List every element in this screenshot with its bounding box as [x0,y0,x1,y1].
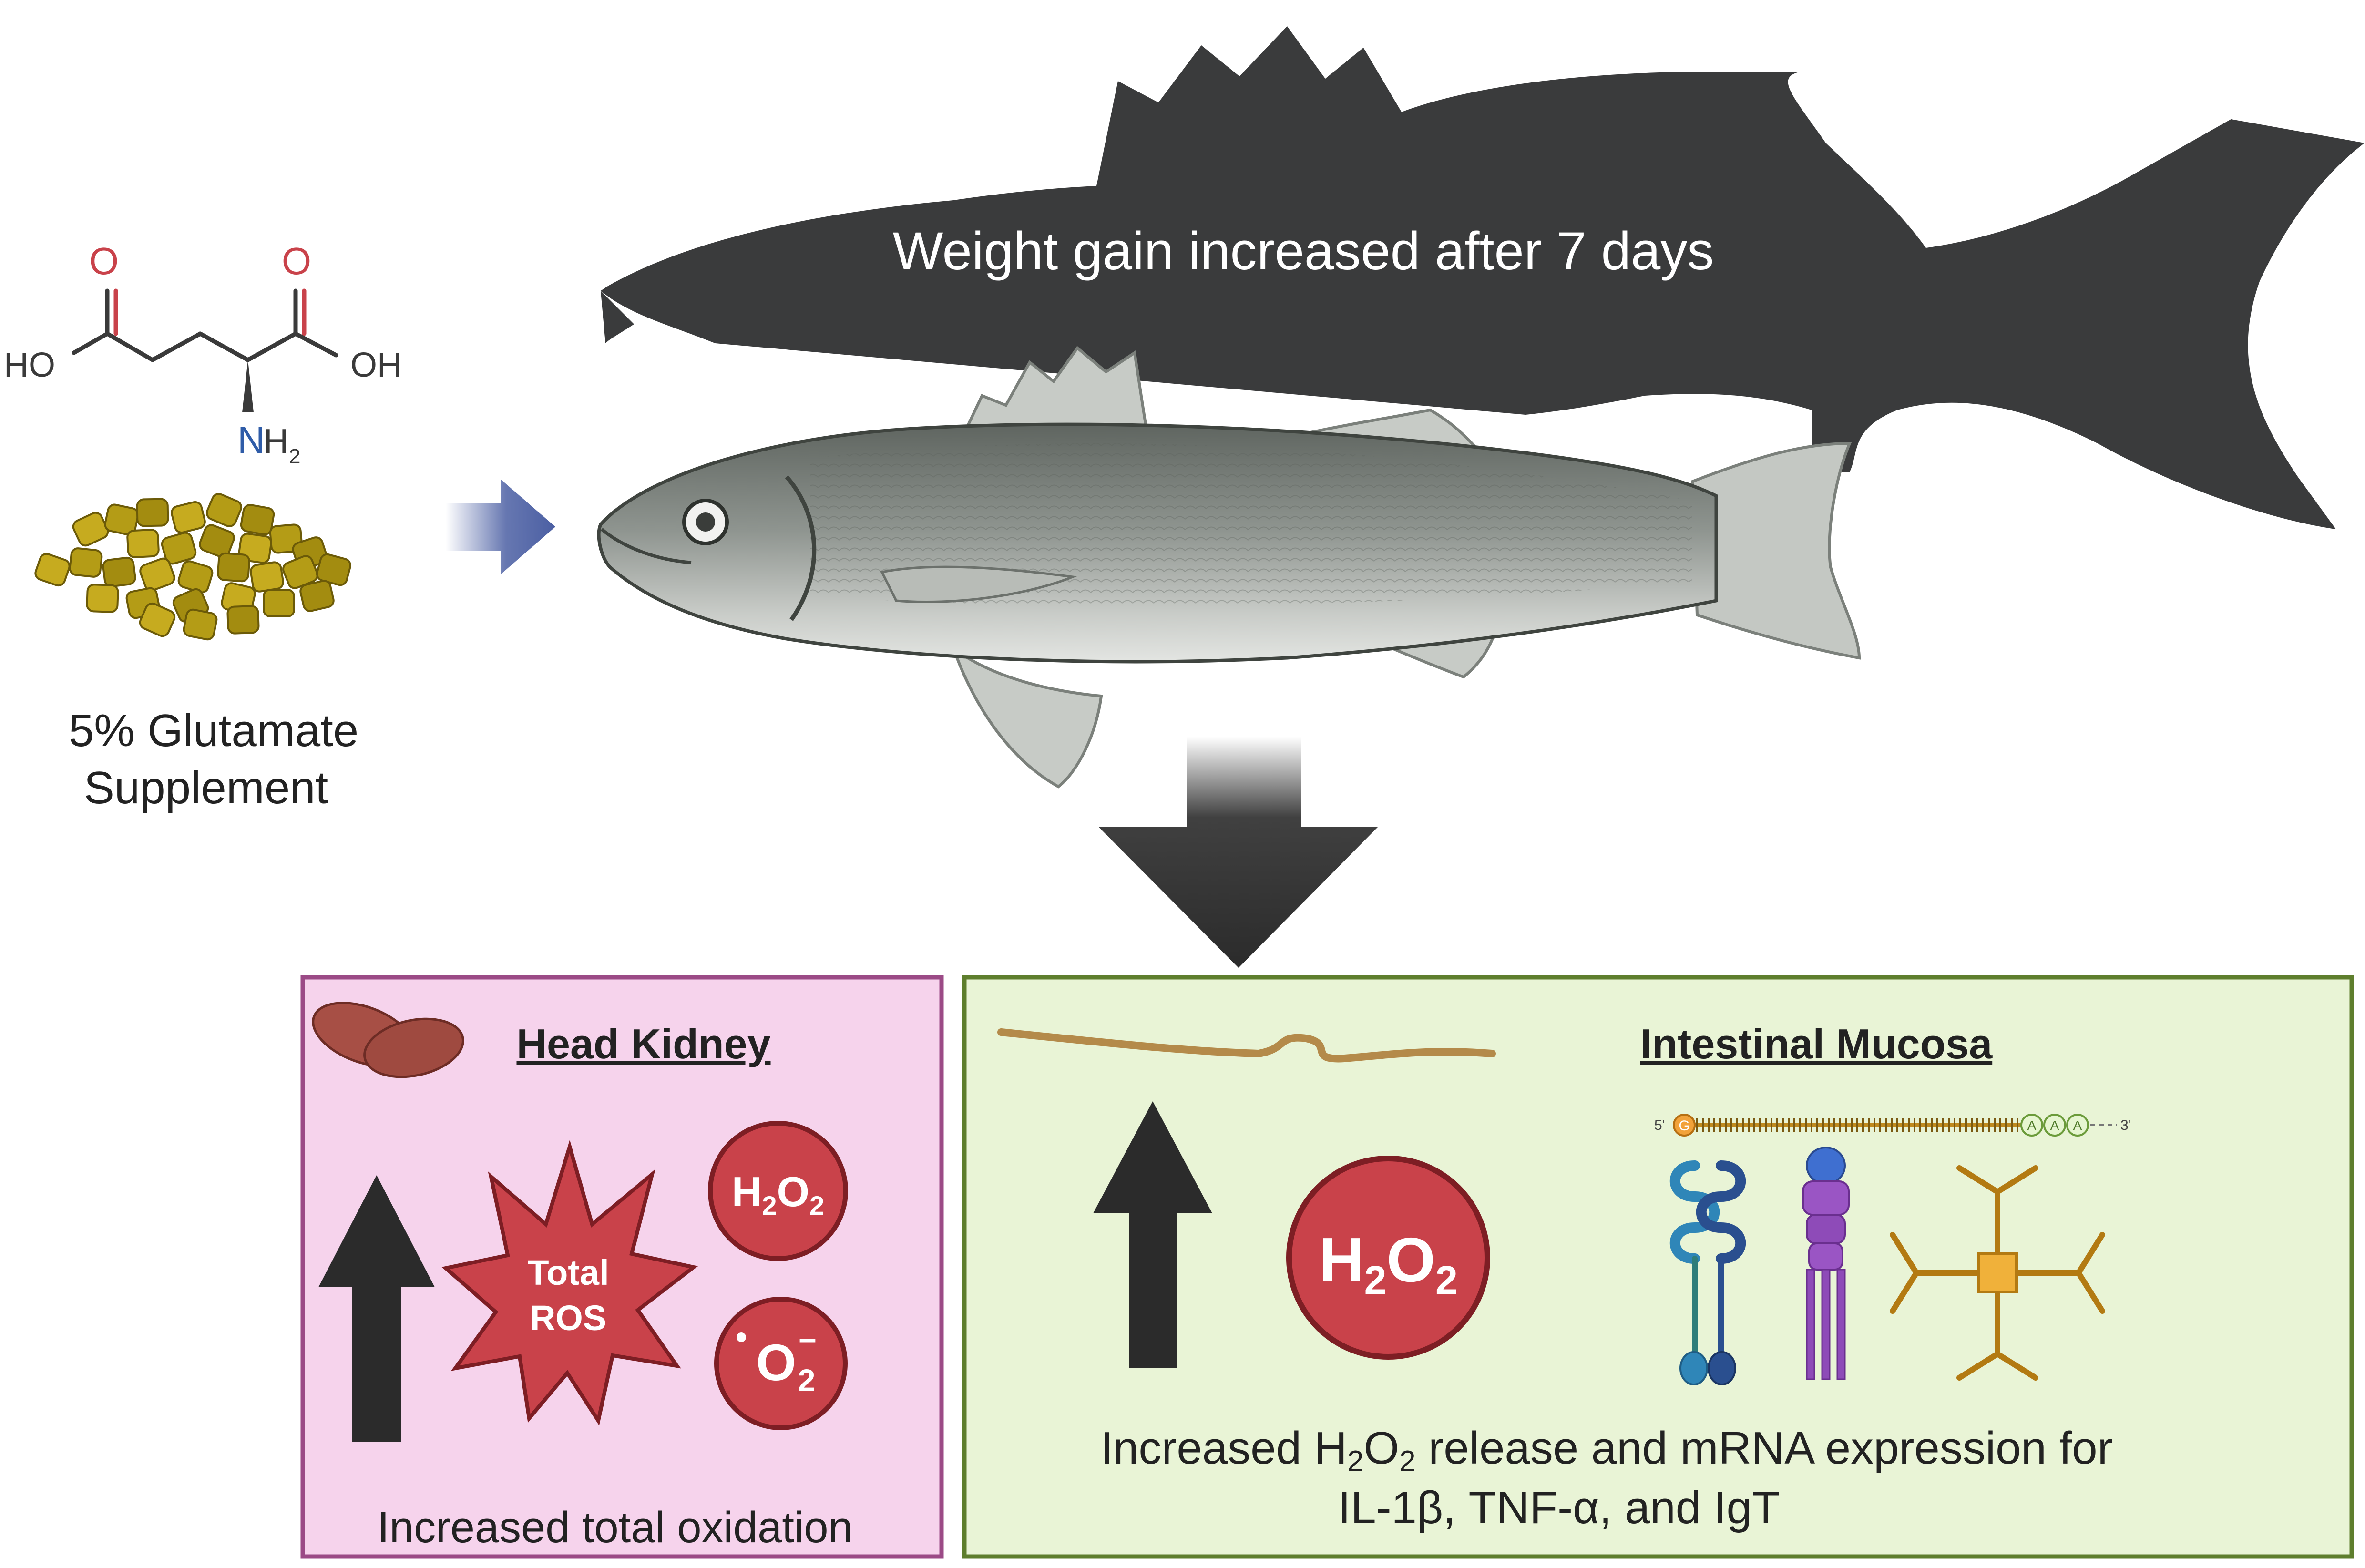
pellet [139,602,176,637]
pellet [299,580,335,612]
pellet [171,501,206,533]
pellet [183,608,218,641]
head-kidney-caption: Increased total oxidation [377,1503,852,1552]
total-ros-text-line1: Total [527,1253,609,1292]
supplement-label-line1: 5% Glutamate [69,705,358,756]
head-kidney-title: Head Kidney [516,1020,770,1067]
pellet [69,547,103,578]
pellet [139,557,175,592]
pellet [161,532,197,565]
pellet [86,584,119,613]
total-ros-text-line2: ROS [530,1298,606,1338]
superoxide-sub: 2 [798,1363,816,1398]
mucosa-caption-line2: IL-1β, TNF-α, and IgT [1338,1482,1780,1533]
up-arrow-icon-kidney [318,1175,435,1442]
mucosa-caption-pre: Increased H [1100,1423,1347,1474]
mrna-strand-icon: 5' G A A A 3' [1654,1114,2131,1137]
igt-antibody-icon [1890,1165,2105,1381]
total-ros-star-icon [441,1139,698,1426]
mucosa-h2o2-h: H [1319,1225,1364,1295]
intestine-icon [997,1028,1496,1063]
nitrogen-label: N [237,419,265,461]
down-arrow-icon [1099,737,1378,968]
mrna-five-prime: 5' [1654,1117,1665,1133]
radical-dot-icon [737,1332,746,1342]
pellet [102,556,136,588]
dorsal-fin-front [956,346,1151,447]
kidney-h2o2-sub1: 2 [762,1190,777,1220]
intestinal-mucosa-title: Intestinal Mucosa [1640,1020,1993,1067]
fish-mouth [600,528,692,564]
fish-pupil [696,512,715,532]
pellet [240,504,275,535]
oxygen-right-label: O [282,240,311,282]
amine-hydrogen-label: H [264,422,288,461]
mucosa-h2o2-o: O [1386,1225,1435,1295]
pellet [263,589,295,617]
oxygen-left-label: O [89,240,119,282]
mucosa-caption-line1: Increased H2O2 release and mRNA expressi… [1100,1423,2112,1478]
pellet [136,498,169,527]
mucosa-h2o2-sub2: 2 [1435,1258,1458,1302]
large-fish-silhouette [601,26,2365,529]
superoxide-o: O [756,1333,796,1391]
mucosa-h2o2-circle [1286,1156,1490,1360]
kidney-h2o2-sub2: 2 [809,1190,824,1220]
right-arrow-icon [446,479,555,574]
intestinal-mucosa-panel [962,975,2354,1559]
mucosa-caption-sub2: 2 [1399,1445,1415,1478]
pellet [205,493,243,527]
feed-pellets [34,493,352,641]
sea-bass-illustration [597,346,1861,789]
up-arrow-icon-mucosa [1093,1101,1212,1368]
supplement-label-line2: Supplement [84,762,328,813]
mucosa-h2o2-formula: H2O2 [1319,1225,1457,1302]
pellet [72,512,109,547]
pellet [217,552,250,583]
pectoral-fin [880,565,1077,604]
poly-a-2: A [2050,1118,2059,1133]
mucosa-caption-sub1: 2 [1347,1445,1363,1478]
superoxide-circle [714,1297,848,1430]
tail-fin [1690,441,1861,660]
pellet [316,553,352,586]
mucosa-caption-o: O [1363,1423,1399,1474]
kidney-h2o2-formula: H2O2 [732,1168,824,1220]
pellet [126,529,160,558]
pellet [199,524,235,558]
hydroxyl-left-label: HO [4,346,55,384]
mucosa-caption-post: release and mRNA expression for [1416,1423,2113,1474]
kidney-icon [312,1002,464,1078]
hydroxyl-right-label: OH [350,346,402,384]
gill-cover [785,475,817,621]
mrna-three-prime: 3' [2120,1117,2131,1133]
poly-a-1: A [2027,1118,2037,1133]
il1-receptor-icon [1669,1160,1746,1385]
kidney-h2o2-h: H [732,1168,762,1215]
kidney-h2o2-o: O [777,1168,809,1215]
pellet [250,561,284,593]
poly-a-3: A [2073,1118,2082,1133]
pellet [226,605,260,635]
fish-scales [810,443,1692,606]
mucosa-h2o2-sub1: 2 [1364,1258,1387,1302]
pelvic-fin [950,644,1103,789]
glutamate-molecule [72,288,338,412]
tnf-receptor-icon [1802,1147,1850,1380]
mrna-cap-g: G [1679,1118,1689,1134]
kidney-h2o2-circle [708,1121,848,1261]
superoxide-sup: – [799,1321,817,1356]
amine-subscript: 2 [289,445,300,468]
pellet [104,503,139,536]
pellet [34,553,71,587]
weight-gain-text: Weight gain increased after 7 days [893,221,1714,281]
